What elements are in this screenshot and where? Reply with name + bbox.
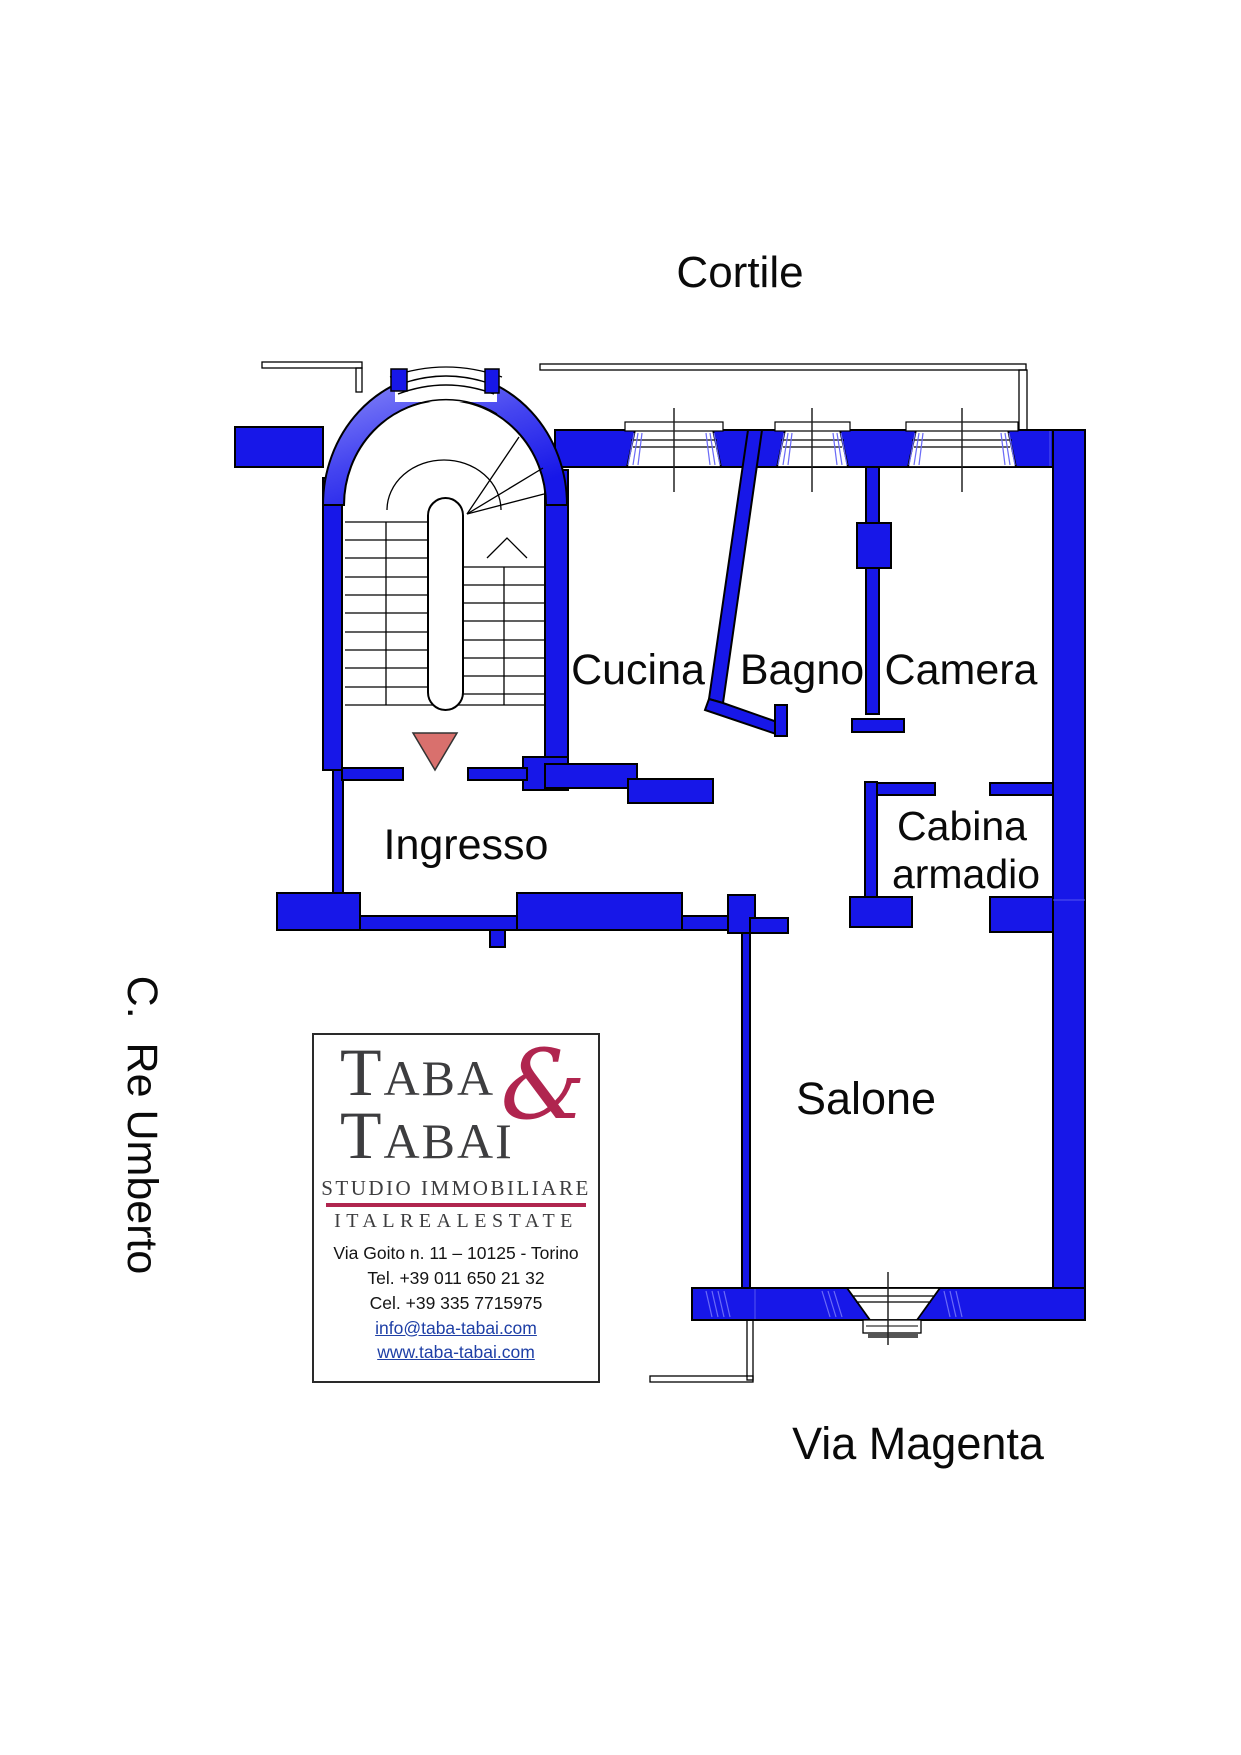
room-label-ingresso: Ingresso [384, 821, 549, 869]
wall-cucina-south-a [544, 763, 638, 789]
wall-cabina-left [864, 781, 878, 898]
ampersand-glyph: & [500, 1029, 586, 1141]
wall-bottom-stub [489, 929, 506, 948]
wall-stair-left [322, 477, 343, 771]
agency-address: Via Goito n. 11 – 10125 - Torino [333, 1243, 579, 1264]
staircase-newel [427, 497, 464, 711]
agency-phone: Tel. +39 011 650 21 32 [367, 1267, 545, 1288]
wall-cucina-south-b [627, 778, 714, 804]
railing-balcony-vert [746, 1319, 754, 1381]
street-label-via-magenta: Via Magenta [792, 1418, 1045, 1469]
railings [261, 361, 1028, 1383]
agency-name-line1: TABA [340, 1034, 496, 1110]
wall-bagno-camera [865, 466, 880, 715]
area-label-cortile: Cortile [676, 248, 803, 297]
wall-salone-left [741, 932, 751, 1289]
railing-balcony-horiz [649, 1375, 754, 1383]
wall-diagonal-bagno-low [703, 697, 785, 737]
wall-right [1052, 429, 1086, 1321]
arch-window-gap [395, 366, 497, 402]
room-label-camera: Camera [885, 646, 1038, 694]
room-label-bagno: Bagno [740, 646, 864, 694]
agency-card: TABA TABAI & STUDIO IMMOBILIARE ITALREAL… [312, 1033, 600, 1383]
wall-cabina-bottom-left [849, 896, 913, 928]
railing-cortile [539, 363, 1027, 371]
wall-cabina-top-left [876, 782, 936, 796]
agency-mobile: Cel. +39 335 7715975 [369, 1292, 543, 1313]
wall-salone-stub [749, 917, 789, 934]
wall-stair-door-right [467, 767, 528, 781]
agency-brand: ITALREALESTATE [334, 1210, 578, 1233]
staircase-right-flight [463, 566, 545, 705]
staircase-left-flight [345, 521, 428, 705]
window-cucina [624, 408, 724, 492]
agency-website-link[interactable]: www.taba-tabai.com [377, 1342, 535, 1363]
wall-cabina-top-right [989, 782, 1054, 796]
room-label-cucina: Cucina [571, 646, 705, 694]
wall-seams [754, 431, 1085, 1319]
agency-contact: Via Goito n. 11 – 10125 - Torino Tel. +3… [314, 1241, 598, 1365]
wall-cabina-bottom-right [989, 896, 1054, 933]
entrance-arrow [411, 732, 459, 772]
street-label-re-umberto: C. Re Umberto [118, 976, 166, 1275]
stairwell-arch [321, 366, 569, 506]
wall-stair-door-left [341, 767, 404, 781]
window-camera [905, 408, 1019, 492]
windows-top [624, 408, 1019, 492]
accent-rule [326, 1203, 586, 1208]
wall-bottom-e1 [276, 892, 361, 931]
agency-logo: TABA TABAI & [314, 1035, 598, 1166]
wall-top-left-stub [234, 426, 324, 468]
agency-email-link[interactable]: info@taba-tabai.com [375, 1317, 537, 1338]
room-label-salone: Salone [796, 1073, 936, 1124]
window-bagno [774, 408, 851, 492]
agency-tagline: STUDIO IMMOBILIARE [321, 1176, 591, 1201]
room-label-cabina-line2: armadio [892, 851, 1040, 897]
agency-name-line2: TABAI [340, 1096, 514, 1173]
wall-stair-right [544, 469, 569, 791]
staircase-direction-arrow [486, 537, 528, 559]
arch-window-jamb-left [390, 368, 408, 392]
staircase-winders [466, 436, 545, 515]
staircase [345, 436, 545, 711]
wall-bottom-e2 [359, 915, 518, 931]
wall-bagno-camera-pier [856, 522, 892, 569]
room-label-cabina-line1: Cabina [897, 803, 1027, 849]
window-salone [705, 1272, 963, 1345]
wall-bottom-e3 [516, 892, 683, 931]
railing-top-left [261, 361, 363, 369]
arch-window-jamb-right [484, 368, 500, 394]
wall-bagno-jamb [774, 704, 788, 737]
wall-bagno-camera-tbar [851, 718, 905, 733]
wall-ingresso-left [332, 769, 344, 894]
